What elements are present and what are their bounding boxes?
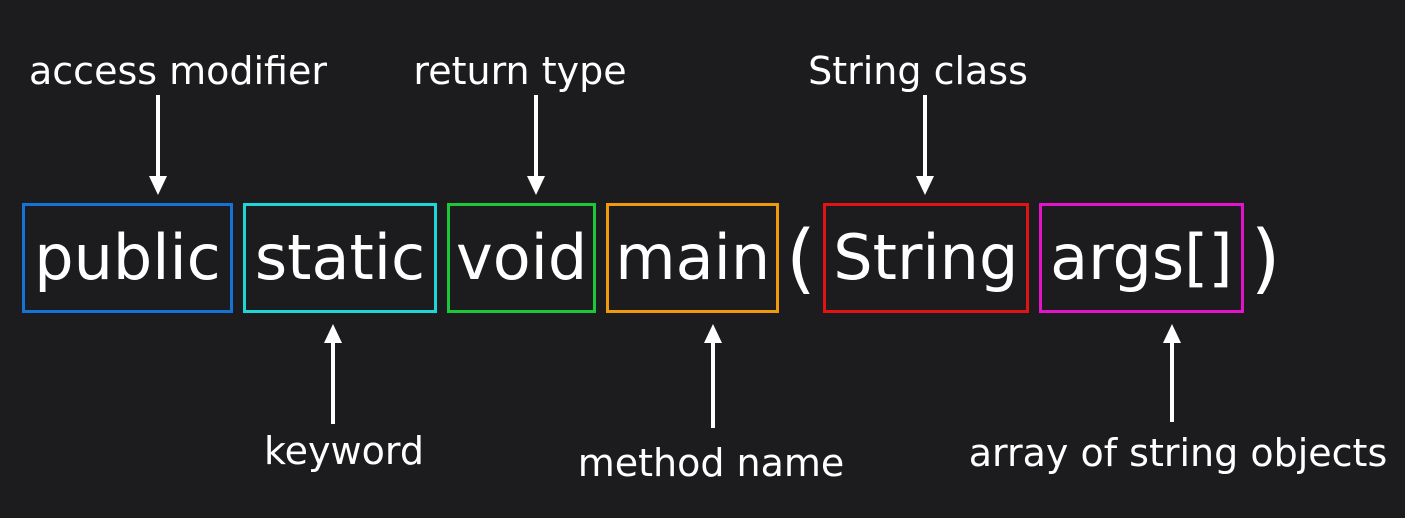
arrow-head <box>1163 324 1181 343</box>
label-access-modifier: access modifier <box>28 49 328 93</box>
arrow-shaft <box>331 341 335 424</box>
arrow-down-access-modifier-icon <box>149 95 167 195</box>
token-box-main: main <box>606 203 780 313</box>
token-box-static: static <box>243 203 437 313</box>
arrow-head <box>149 176 167 195</box>
open-paren: ( <box>786 213 816 302</box>
token-box-void: void <box>447 203 597 313</box>
arrow-up-method-name-icon <box>704 324 722 428</box>
label-array-of-string-objects: array of string objects <box>968 431 1388 475</box>
arrow-head <box>916 176 934 195</box>
close-paren: ) <box>1250 213 1281 302</box>
arrow-head <box>704 324 722 343</box>
token-box-string: String <box>822 203 1029 313</box>
arrow-shaft <box>156 95 160 178</box>
token-box-public: public <box>22 203 233 313</box>
label-method-name: method name <box>577 441 845 485</box>
arrow-shaft <box>923 95 927 178</box>
arrow-shaft <box>1170 341 1174 422</box>
arrow-up-keyword-icon <box>324 324 342 424</box>
code-signature-row: public static void main ( String args[] … <box>22 203 1280 313</box>
arrow-head <box>324 324 342 343</box>
label-keyword: keyword <box>264 429 424 473</box>
arrow-shaft <box>534 95 538 178</box>
arrow-down-string-class-icon <box>916 95 934 195</box>
label-string-class: String class <box>808 49 1028 93</box>
label-return-type: return type <box>413 49 627 93</box>
arrow-down-return-type-icon <box>527 95 545 195</box>
token-box-args: args[] <box>1038 203 1244 313</box>
arrow-head <box>527 176 545 195</box>
arrow-up-array-of-string-objects-icon <box>1163 324 1181 422</box>
arrow-shaft <box>711 341 715 428</box>
